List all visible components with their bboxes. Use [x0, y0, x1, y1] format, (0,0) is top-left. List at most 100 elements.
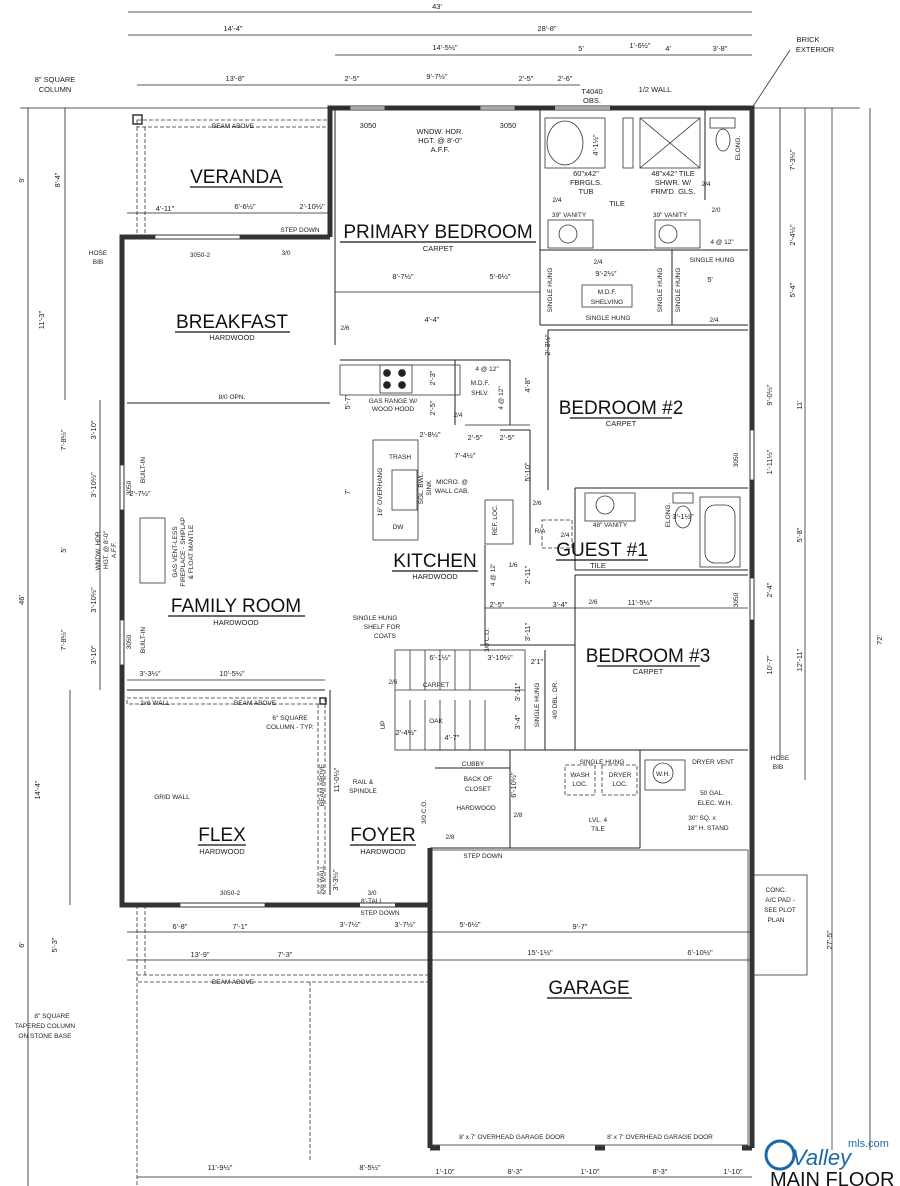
dim-label: 6' — [17, 942, 26, 948]
dim-label: 8'-3" — [508, 1167, 523, 1176]
note-window-header: HGT. @ 8'-0" — [103, 530, 110, 569]
plan-notes: BRICK EXTERIOR 8" SQUARE COLUMN T4040 OB… — [15, 35, 835, 1141]
sheet-title: MAIN FLOOR P — [770, 1169, 900, 1186]
dim-label: 9' — [17, 177, 26, 183]
note-trash: TRASH — [389, 454, 411, 461]
note-single-hung: SINGLE HUNG — [690, 257, 735, 264]
note-garage-door: 8' x 7' OVERHEAD GARAGE DOOR — [607, 1134, 713, 1141]
dim-label: 3'-4" — [553, 600, 568, 609]
dim-label: 3'-4" — [513, 714, 522, 729]
note-window-header: HGT. @ 8'-0" — [418, 136, 462, 145]
note-tile: TILE — [609, 199, 625, 208]
dim-label: 2'-4½" — [395, 728, 417, 737]
note-stand: 30" SQ. x — [688, 815, 716, 822]
dim-label: 46' — [17, 595, 26, 605]
dim-label: 9'-7" — [573, 922, 588, 931]
dim-label: 11'-0½" — [332, 767, 341, 792]
dim-label: 7'-3½" — [788, 149, 797, 171]
note-tall-door: 8'-TALL — [361, 898, 383, 905]
note-window-header: A.F.F. — [431, 145, 450, 154]
window-label: 3050 — [733, 452, 740, 467]
door-label: 2/6 — [588, 599, 597, 606]
note-elong: ELONG. — [665, 503, 672, 528]
dim-label: 6'-6½" — [234, 202, 256, 211]
dim-label: 14'-4" — [223, 24, 242, 33]
note-square-column: 8" SQUARE — [35, 75, 76, 84]
note-lvl4-tile: LVL. 4 — [589, 817, 608, 824]
note-tub: 60"x42" — [573, 169, 599, 178]
note-hardwood: HARDWOOD — [456, 805, 496, 812]
note-beam-above: BEAM ABOVE — [212, 123, 255, 130]
note-dryer-vent: DRYER VENT — [692, 759, 734, 766]
note-gas-range: GAS RANGE W/ — [369, 398, 418, 405]
note-shower: SHWR. W/ — [655, 178, 692, 187]
note-tapered-column: TAPERED COLUMN — [15, 1023, 75, 1030]
note-tub: FBRGLS. — [570, 178, 602, 187]
dim-label: 5' — [59, 547, 68, 553]
note-back-closet: CLOSET — [465, 786, 491, 793]
note-hose-bib: HOSE — [771, 755, 790, 762]
room-floor-flex: HARDWOOD — [199, 847, 245, 856]
dim-label: 2'-7½" — [129, 489, 151, 498]
note-vanity: 39" VANITY — [653, 212, 688, 219]
room-name-flex: FLEX — [198, 825, 246, 846]
room-floor-breakfast: HARDWOOD — [209, 333, 255, 342]
dim-label: 3'-3½" — [139, 669, 161, 678]
watermark-swoosh-icon — [764, 1139, 796, 1171]
note-tapered-column: ON STONE BASE — [19, 1033, 73, 1040]
note-wash: WASH — [570, 772, 590, 779]
room-floor-bedroom-3: CARPET — [633, 667, 664, 676]
dim-label: 5'-10" — [523, 462, 532, 481]
note-single-hung: SINGLE HUNG — [547, 268, 554, 313]
door-label: 2/4 — [560, 532, 569, 539]
note-back-closet: BACK OF — [464, 776, 493, 783]
dim-label: 3'-7½" — [394, 920, 416, 929]
note-tub: TUB — [579, 187, 594, 196]
dim-label: 8'-7½" — [392, 272, 414, 281]
dim-label: 9'-0½" — [765, 384, 774, 406]
note-beam-above: BEAM ABOVE — [319, 763, 326, 806]
dim-label: 2'-3½" — [543, 334, 552, 356]
note-gas-range: WOOD HOOD — [372, 406, 415, 413]
note-step-down: STEP DOWN — [463, 853, 503, 860]
note-brick-exterior: EXTERIOR — [796, 45, 835, 54]
note-sink: SGL. BWL. — [418, 472, 425, 505]
note-window-header: A.F.F. — [111, 542, 118, 558]
window-label: 3050 — [126, 634, 133, 649]
dim-label: 28'-8" — [537, 24, 556, 33]
note-micro: WALL CAB. — [435, 488, 469, 495]
note-micro: MICRO. @ — [436, 479, 468, 486]
note-shelves: 4 @ 12" — [475, 366, 499, 373]
note-dw: DW — [393, 524, 405, 531]
room-name-breakfast: BREAKFAST — [176, 312, 288, 333]
dim-label: 4'-1½" — [591, 134, 600, 156]
dim-label: 2'-8½" — [419, 430, 441, 439]
door-label: 2/4 — [593, 259, 602, 266]
room-floor-foyer: HARDWOOD — [360, 847, 406, 856]
dim-label: 5' — [578, 44, 584, 53]
note-mdf-shelving: SHELVING — [591, 299, 623, 306]
dim-label: 10'-7" — [765, 655, 774, 674]
door-label: 2/6 — [388, 679, 397, 686]
dim-label: 5'-7" — [343, 394, 352, 409]
dim-label: 8'-4" — [53, 172, 62, 187]
dim-label: 3'-3½" — [331, 869, 340, 891]
dim-label: 7'-8½" — [59, 429, 68, 451]
dim-label: 4' — [665, 44, 671, 53]
dim-label: 3'-10" — [89, 645, 98, 664]
note-lvl4-tile: TILE — [591, 826, 605, 833]
dim-label: 2'-5" — [345, 74, 360, 83]
note-wash: LOC. — [572, 781, 587, 788]
note-built-in: BUILT-IN — [140, 627, 147, 654]
door-label: 2/4 — [709, 317, 718, 324]
room-floor-guest-1: TILE — [590, 561, 606, 570]
dim-label: 72' — [875, 635, 884, 645]
garage-outline — [431, 108, 833, 1150]
note-window-header: WNDW. HDR. — [95, 529, 102, 570]
note-single-hung: SINGLE HUNG — [534, 683, 541, 728]
dim-label: 7'-8½" — [59, 629, 68, 651]
room-floor-bedroom-2: CARPET — [606, 419, 637, 428]
note-vanity: 39" VANITY — [552, 212, 587, 219]
dim-label: 3'-8" — [713, 44, 728, 53]
note-sink: SINK — [426, 480, 433, 496]
